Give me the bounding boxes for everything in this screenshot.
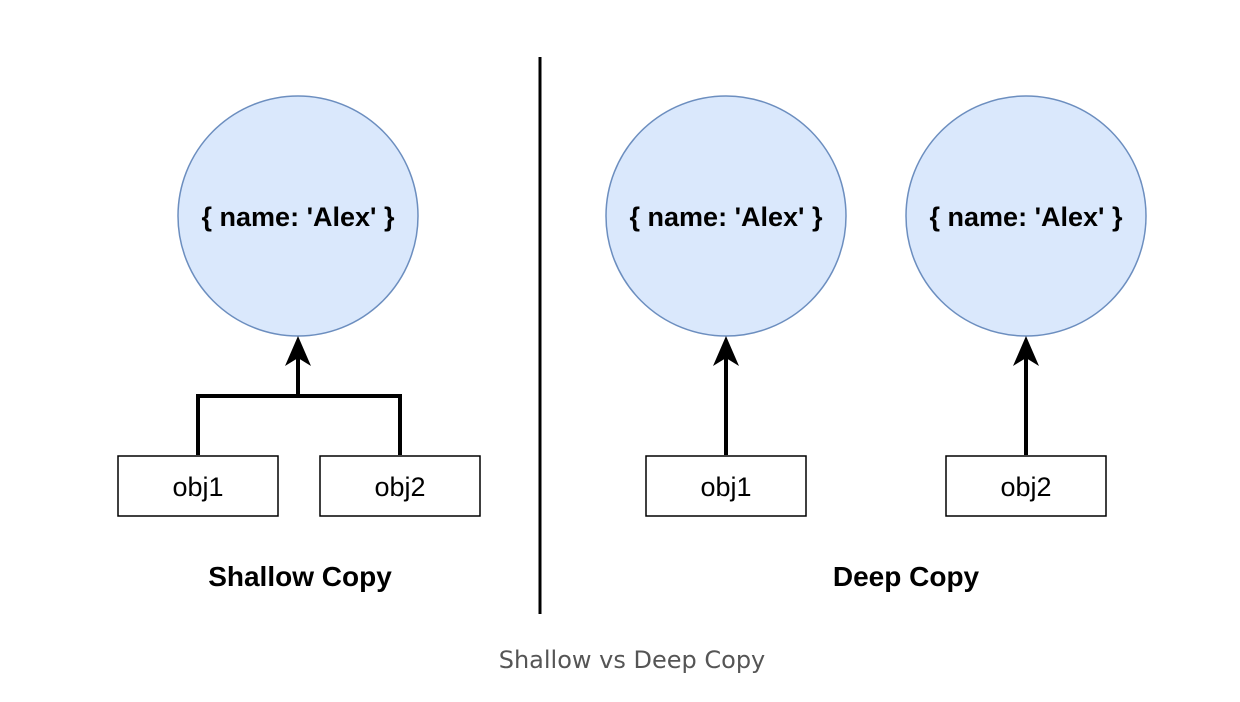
- deep-copy-title: Deep Copy: [833, 561, 980, 592]
- deep-arrowhead1-icon: [713, 336, 739, 366]
- deep-obj2-box: [945, 455, 1107, 517]
- deep-object2-label: { name: 'Alex' }: [930, 202, 1123, 232]
- shallow-object-label: { name: 'Alex' }: [202, 202, 395, 232]
- deep-arrowhead2-icon: [1013, 336, 1039, 366]
- shallow-copy-title: Shallow Copy: [208, 561, 392, 592]
- shallow-copy-section: { name: 'Alex' } obj1 obj2 Shallow Copy: [117, 95, 481, 592]
- deep-obj2-label: obj2: [1000, 472, 1051, 502]
- deep-obj1-box: [645, 455, 807, 517]
- shallow-shared-connector: [196, 394, 402, 455]
- shallow-obj1-label: obj1: [172, 472, 223, 502]
- figure-caption: Shallow vs Deep Copy: [499, 646, 766, 674]
- shallow-obj1-box: [117, 455, 279, 517]
- shallow-arrowhead-icon: [285, 336, 311, 366]
- deep-copy-section: { name: 'Alex' } { name: 'Alex' } obj1 o…: [605, 95, 1147, 592]
- shallow-obj2-box: [319, 455, 481, 517]
- shallow-obj2-label: obj2: [374, 472, 425, 502]
- deep-object1-label: { name: 'Alex' }: [630, 202, 823, 232]
- deep-obj1-label: obj1: [700, 472, 751, 502]
